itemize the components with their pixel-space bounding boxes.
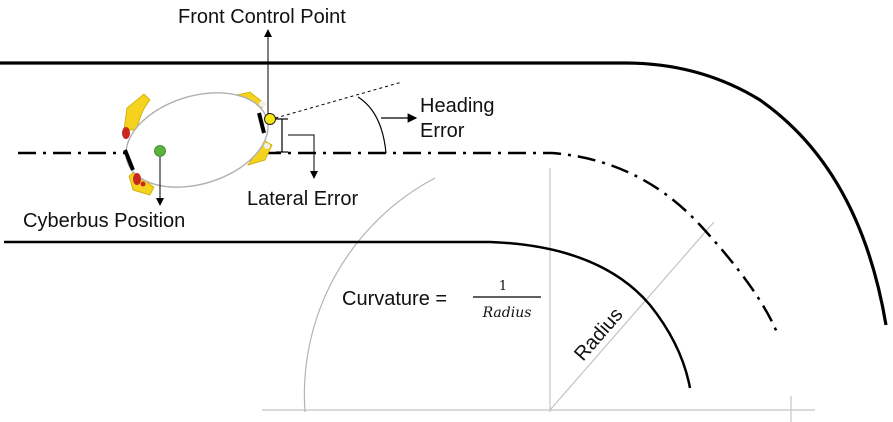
cyberbus-position-label: Cyberbus Position bbox=[23, 210, 185, 232]
labels: Front Control Point Heading Error Latera… bbox=[23, 6, 628, 365]
vehicle-light-rear-bottom bbox=[133, 173, 141, 185]
road-centerline bbox=[18, 151, 780, 336]
curvature-numerator: 1 bbox=[499, 279, 507, 294]
heading-angle-arc bbox=[357, 96, 387, 154]
heading-indicator bbox=[159, 81, 418, 154]
curvature-label: Curvature = bbox=[342, 288, 447, 310]
vehicle-light-front-top bbox=[259, 101, 265, 107]
rear-axle bbox=[123, 149, 135, 171]
radius-line bbox=[549, 221, 715, 411]
front-axle bbox=[257, 112, 266, 134]
heading-error-label-line2: Error bbox=[420, 120, 465, 142]
front-control-point-label: Front Control Point bbox=[178, 6, 346, 28]
front-control-point-marker bbox=[264, 113, 276, 125]
cyberbus-vehicle bbox=[122, 91, 276, 196]
inner-road-edge bbox=[4, 240, 692, 389]
construction-lines bbox=[262, 168, 815, 422]
radius-label: Radius bbox=[570, 304, 627, 365]
callout-arrows bbox=[156, 29, 318, 206]
outer-arc-guide bbox=[303, 177, 436, 413]
lateral-error-arrow bbox=[288, 134, 318, 179]
curvature-denominator: Radius bbox=[482, 305, 532, 321]
cyberbus-position-marker bbox=[154, 145, 166, 157]
heading-error-label-line1: Heading bbox=[420, 95, 495, 117]
lateral-error-label: Lateral Error bbox=[247, 188, 358, 210]
outer-road-edge bbox=[0, 61, 888, 326]
vehicle-light-rear-bottom-2 bbox=[140, 181, 146, 187]
road-edges bbox=[0, 61, 888, 389]
vehicle-light-front-bottom bbox=[264, 143, 270, 149]
vehicle-light-rear-top bbox=[122, 127, 130, 139]
